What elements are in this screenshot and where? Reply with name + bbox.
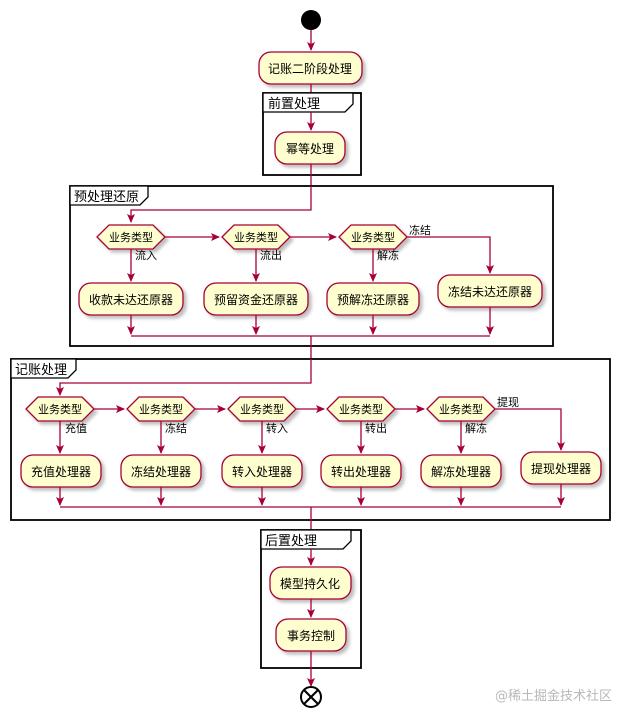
decision-label: 业务类型	[38, 402, 82, 416]
group-restore-title: 预处理还原	[74, 190, 139, 205]
restore-decision-3: 业务类型	[338, 224, 408, 250]
book-action-2: 冻结处理器	[120, 454, 202, 488]
book-decision-2: 业务类型	[126, 396, 196, 422]
restore-action-4: 冻结未达还原器	[437, 274, 543, 308]
watermark: @稀土掘金技术社区	[495, 688, 612, 704]
branch-label: 解冻	[465, 421, 487, 435]
decision-label: 业务类型	[240, 402, 284, 416]
restore-action-1: 收款未达还原器	[78, 282, 184, 316]
action-label: 预解冻还原器	[337, 292, 409, 307]
decision-label: 业务类型	[109, 230, 153, 244]
group-pre: 前置处理	[262, 92, 362, 176]
book-decision-5: 业务类型	[426, 396, 496, 422]
decision-label: 业务类型	[234, 230, 278, 244]
branch-label: 流出	[260, 248, 282, 262]
edge	[56, 359, 312, 396]
activity-title-label: 记账二阶段处理	[268, 61, 352, 76]
restore-decision-1: 业务类型	[96, 224, 166, 250]
restore-decision-2: 业务类型	[221, 224, 291, 250]
activity-transaction: 事务控制	[275, 618, 347, 652]
restore-action-2: 预留资金还原器	[203, 282, 309, 316]
activity-idempotent-label: 幂等处理	[286, 142, 334, 156]
action-label: 转入处理器	[232, 464, 292, 479]
activity-persist: 模型持久化	[269, 566, 352, 600]
book-action-4: 转出处理器	[320, 454, 402, 488]
branch-label: 冻结	[165, 421, 187, 435]
book-action-1: 充值处理器	[20, 454, 102, 488]
activity-title-node: 记账二阶段处理	[258, 51, 363, 85]
book-action-3: 转入处理器	[221, 454, 303, 488]
end-node	[300, 686, 322, 708]
restore-action-3: 预解冻还原器	[326, 282, 420, 316]
activity-idempotent: 幂等处理	[274, 131, 346, 165]
start-node	[301, 10, 321, 30]
decision-label: 业务类型	[139, 402, 183, 416]
action-label: 转出处理器	[331, 464, 391, 479]
group-book-title: 记账处理	[15, 363, 67, 378]
decision-label: 业务类型	[439, 402, 483, 416]
action-label: 解冻处理器	[431, 464, 491, 479]
book-decision-3: 业务类型	[227, 396, 297, 422]
edge	[495, 408, 565, 451]
branch-label: 转入	[266, 421, 288, 435]
branch-label: 充值	[65, 421, 87, 435]
decision-label: 业务类型	[351, 230, 395, 244]
branch-label: 提现	[497, 396, 519, 409]
book-decision-1: 业务类型	[25, 396, 95, 422]
action-label: 提现处理器	[531, 461, 591, 476]
branch-label: 流入	[135, 248, 157, 262]
activity-persist-label: 模型持久化	[280, 576, 340, 591]
action-label: 预留资金还原器	[214, 292, 298, 307]
edge	[407, 236, 494, 274]
action-label: 收款未达还原器	[89, 293, 173, 307]
branch-label: 转出	[365, 421, 387, 435]
decision-label: 业务类型	[339, 402, 383, 416]
edge	[127, 186, 312, 223]
branch-label: 解冻	[377, 248, 399, 262]
activity-transaction-label: 事务控制	[287, 628, 335, 643]
action-label: 充值处理器	[31, 464, 91, 479]
action-label: 冻结处理器	[131, 464, 191, 479]
branch-label: 冻结	[409, 223, 431, 237]
action-label: 冻结未达还原器	[448, 284, 532, 299]
book-action-6: 提现处理器	[520, 451, 602, 485]
book-action-5: 解冻处理器	[420, 454, 502, 488]
group-post-title: 后置处理	[265, 534, 317, 549]
book-decision-4: 业务类型	[326, 396, 396, 422]
group-pre-title: 前置处理	[268, 96, 320, 112]
